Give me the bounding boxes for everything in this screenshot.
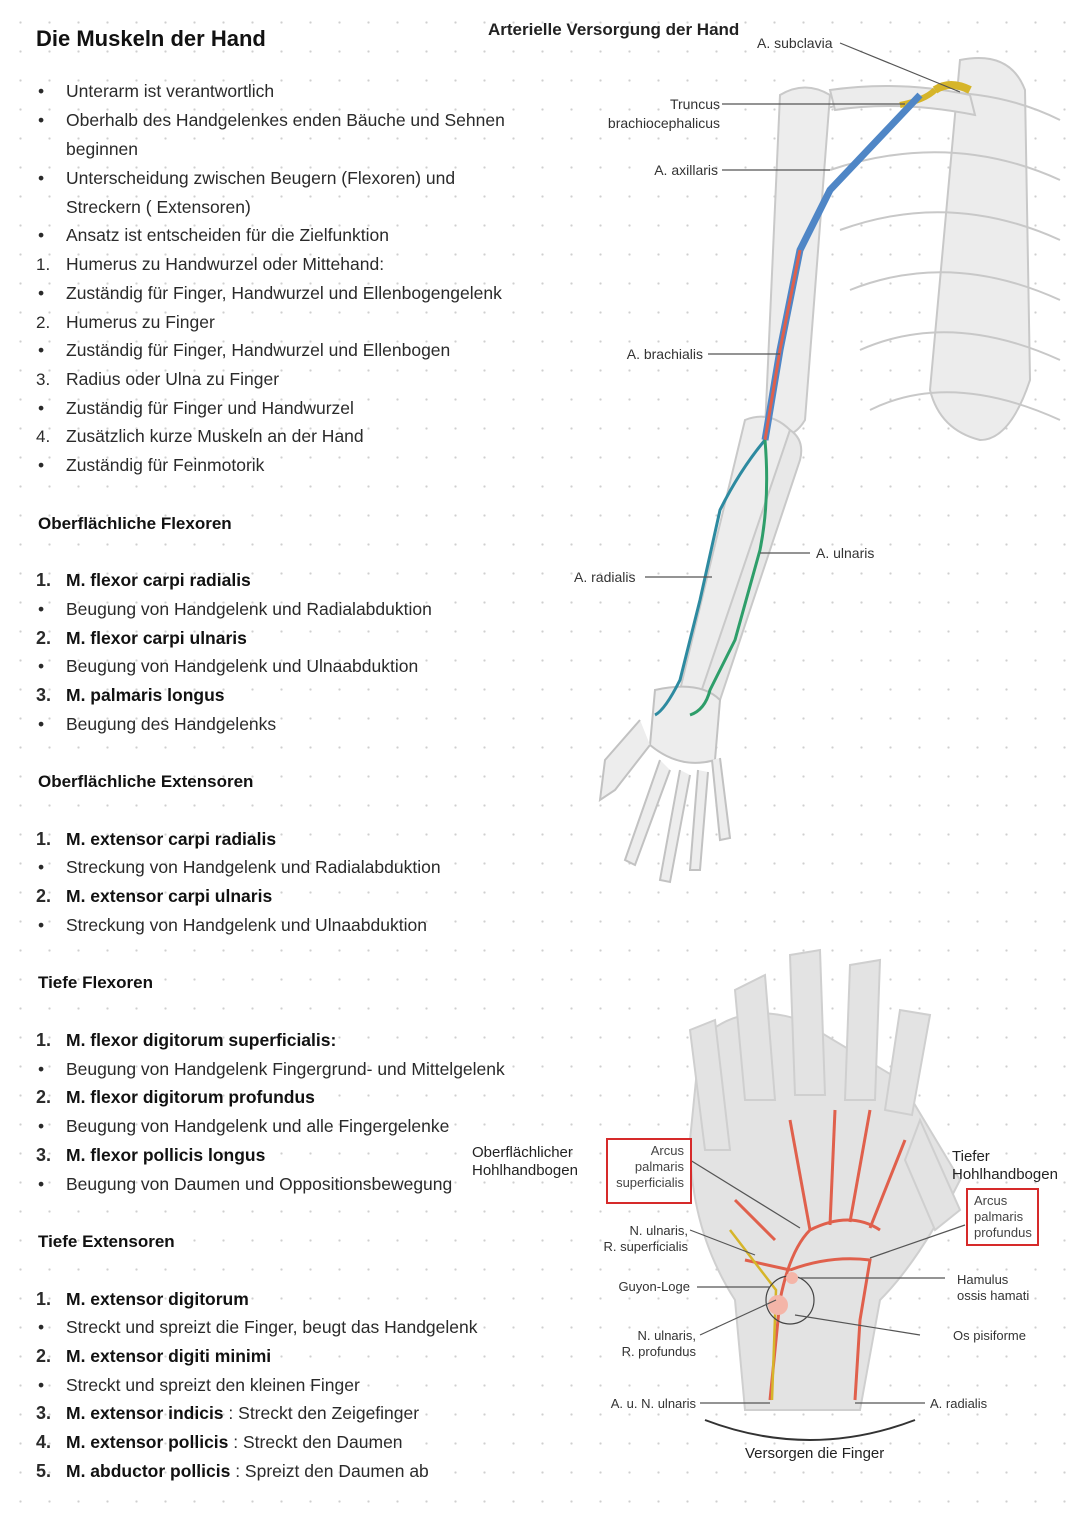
muscle-item: 5.M. abductor pollicis : Spreizt den Dau… bbox=[36, 1461, 429, 1481]
section-heading-oberflaechliche-flexoren: Oberflächliche Flexoren bbox=[38, 514, 232, 533]
label-a-ulnaris: A. ulnaris bbox=[816, 545, 875, 561]
label-a-brachialis: A. brachialis bbox=[626, 346, 703, 362]
list-item: beginnen bbox=[66, 139, 139, 159]
label-os-pisiforme: Os pisiforme bbox=[953, 1328, 1026, 1343]
label-truncus-1: Truncus bbox=[669, 96, 720, 112]
muscle-description: •Streckung von Handgelenk und Radialabdu… bbox=[38, 857, 441, 877]
muscle-description: •Streckt und spreizt den kleinen Finger bbox=[38, 1375, 360, 1395]
caption-oberflaechlicher-1: Oberflächlicher bbox=[472, 1144, 573, 1161]
list-item: •Unterarm ist verantwortlich bbox=[38, 81, 275, 101]
list-item: 3.Radius oder Ulna zu Finger bbox=[36, 369, 280, 389]
label-hamulus-1: Hamulus bbox=[957, 1272, 1009, 1287]
page-title: Die Muskeln der Hand bbox=[36, 26, 266, 51]
label-n-ulnaris-prof-1: N. ulnaris, bbox=[637, 1328, 696, 1343]
list-item: Streckern ( Extensoren) bbox=[66, 197, 251, 217]
label-truncus-2: brachiocephalicus bbox=[607, 115, 720, 131]
label-n-ulnaris-sup-2: R. superficialis bbox=[603, 1239, 688, 1254]
muscle-item: 1.M. extensor digitorum bbox=[36, 1289, 249, 1309]
muscle-item: 2.M. extensor carpi ulnaris bbox=[36, 886, 273, 906]
section-heading-oberflaechliche-extensoren: Oberflächliche Extensoren bbox=[38, 772, 254, 791]
arm-figure-title: Arterielle Versorgung der Hand bbox=[488, 20, 740, 39]
footer-versorgen-die-finger: Versorgen die Finger bbox=[745, 1445, 885, 1462]
label-a-axillaris: A. axillaris bbox=[654, 162, 718, 178]
list-item: •Unterscheidung zwischen Beugern (Flexor… bbox=[38, 168, 456, 188]
caption-tiefer-1: Tiefer bbox=[952, 1148, 990, 1165]
list-item: 4.Zusätzlich kurze Muskeln an der Hand bbox=[36, 426, 364, 446]
muscle-description: •Beugung von Handgelenk und Radialabdukt… bbox=[38, 599, 432, 619]
list-item: 1.Humerus zu Handwurzel oder Mittehand: bbox=[36, 254, 385, 274]
list-item: •Oberhalb des Handgelenkes enden Bäuche … bbox=[38, 110, 505, 130]
muscle-description: •Beugung von Handgelenk und alle Fingerg… bbox=[38, 1116, 450, 1136]
label-hamulus-2: ossis hamati bbox=[957, 1288, 1030, 1303]
label-a-n-ulnaris: A. u. N. ulnaris bbox=[610, 1396, 696, 1411]
list-item: 2.Humerus zu Finger bbox=[36, 312, 215, 332]
label-a-subclavia: A. subclavia bbox=[757, 35, 833, 51]
muscle-item: 3.M. extensor indicis : Streckt den Zeig… bbox=[36, 1403, 420, 1423]
muscle-item: 2.M. extensor digiti minimi bbox=[36, 1346, 272, 1366]
list-item: •Zuständig für Finger, Handwurzel und El… bbox=[38, 340, 451, 360]
muscle-item: 2.M. flexor digitorum profundus bbox=[36, 1087, 315, 1107]
muscle-description: •Beugung von Handgelenk und Ulnaabduktio… bbox=[38, 656, 419, 676]
muscle-description: •Beugung des Handgelenks bbox=[38, 714, 277, 734]
section-heading-tiefe-extensoren: Tiefe Extensoren bbox=[38, 1232, 175, 1251]
label-n-ulnaris-prof-2: R. profundus bbox=[621, 1344, 696, 1359]
muscle-description: •Streckung von Handgelenk und Ulnaabdukt… bbox=[38, 915, 427, 935]
label-n-ulnaris-sup-1: N. ulnaris, bbox=[629, 1223, 688, 1238]
muscle-item: 1.M. flexor digitorum superficialis: bbox=[36, 1030, 337, 1050]
muscle-description: •Streckt und spreizt die Finger, beugt d… bbox=[38, 1317, 478, 1337]
muscle-description: •Beugung von Handgelenk Fingergrund- und… bbox=[38, 1059, 505, 1079]
list-item: •Zuständig für Finger, Handwurzel und El… bbox=[38, 283, 502, 303]
list-item: •Zuständig für Finger und Handwurzel bbox=[38, 398, 354, 418]
muscle-item: 4.M. extensor pollicis : Streckt den Dau… bbox=[36, 1432, 403, 1452]
label-guyon-loge: Guyon-Loge bbox=[618, 1279, 690, 1294]
muscle-item: 1.M. flexor carpi radialis bbox=[36, 570, 251, 590]
section-heading-tiefe-flexoren: Tiefe Flexoren bbox=[38, 973, 153, 992]
muscle-item: 3.M. flexor pollicis longus bbox=[36, 1145, 266, 1165]
muscle-item: 1.M. extensor carpi radialis bbox=[36, 829, 277, 849]
caption-tiefer-2: Hohlhandbogen bbox=[952, 1166, 1058, 1183]
box-arcus-superficialis: Arcus palmaris superficialis bbox=[606, 1138, 692, 1204]
label-a-radialis-hand: A. radialis bbox=[930, 1396, 988, 1411]
label-a-radialis: A. radialis bbox=[574, 569, 636, 585]
muscle-item: 3.M. palmaris longus bbox=[36, 685, 225, 705]
caption-oberflaechlicher-2: Hohlhandbogen bbox=[472, 1162, 578, 1179]
muscle-item: 2.M. flexor carpi ulnaris bbox=[36, 628, 247, 648]
box-arcus-profundus: Arcus palmaris profundus bbox=[966, 1188, 1039, 1246]
muscle-description: •Beugung von Daumen und Oppositionsbeweg… bbox=[38, 1174, 453, 1194]
list-item: •Zuständig für Feinmotorik bbox=[38, 455, 265, 475]
list-item: •Ansatz ist entscheiden für die Zielfunk… bbox=[38, 225, 389, 245]
